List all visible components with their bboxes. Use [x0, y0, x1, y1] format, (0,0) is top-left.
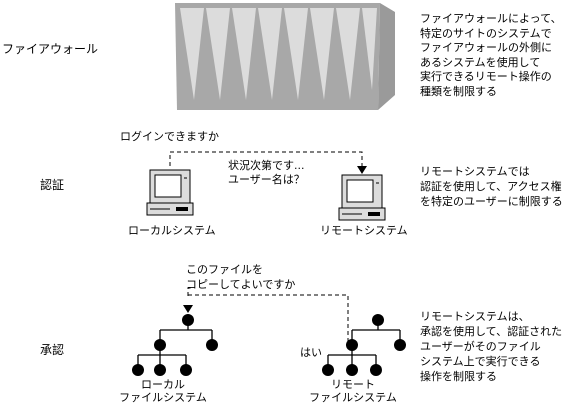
local-filesystem-label: ローカル ファイルシステム: [119, 378, 207, 404]
remote-filesystem-tree: [327, 322, 401, 368]
authz-arrowhead: [183, 305, 193, 313]
authz-prompt: このファイルを コピーしてよいですか: [186, 263, 296, 291]
local-system-label: ローカルシステム: [128, 224, 216, 237]
remote-computer-icon: [338, 174, 386, 221]
authentication-description: リモートシステムでは 認証を使用して、アクセス権 を特定のユーザーに制限する: [420, 165, 563, 208]
auth-arrowhead: [357, 166, 367, 174]
firewall-row-label: ファイアウォール: [2, 42, 99, 56]
remote-filesystem-label: リモート ファイルシステム: [309, 378, 397, 404]
authorization-description: リモートシステムは、 承認を使用して、認証された ユーザーがそのファイル システ…: [420, 310, 563, 383]
firewall-side: [378, 3, 395, 110]
authz-reply: はい: [300, 346, 322, 359]
authentication-row-label: 認証: [40, 178, 65, 192]
firewall-description: ファイアウォールによって、 特定のサイトのシステムで ファイアウォールの外側に …: [420, 12, 562, 98]
local-computer-icon: [146, 169, 194, 216]
firewall-spikes: [180, 8, 377, 100]
local-filesystem-tree: [137, 322, 213, 368]
remote-filesystem-nodes: [322, 314, 406, 376]
local-filesystem-nodes: [132, 314, 218, 376]
remote-system-label: リモートシステム: [320, 224, 408, 237]
authz-request-path: [187, 286, 349, 345]
firewall-graphic: [175, 3, 395, 110]
authorization-row-label: 承認: [40, 343, 65, 357]
auth-prompt: ログインできますか: [120, 130, 219, 143]
auth-request-path: [169, 151, 363, 168]
auth-reply: 状況次第です... ユーザー名は？: [228, 159, 305, 186]
